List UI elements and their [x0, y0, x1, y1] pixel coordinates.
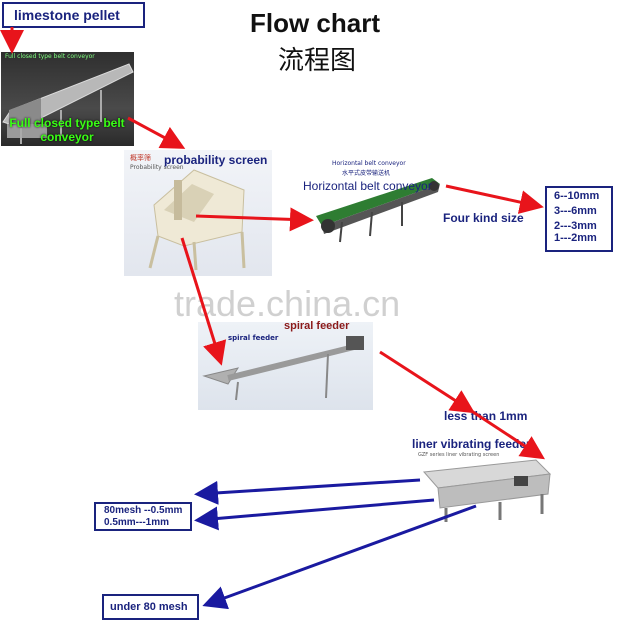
red-arrow — [127, 116, 186, 149]
size-item: 2---3mm — [554, 220, 597, 232]
horizontal-conveyor-tiny-en: Horizontal belt conveyor — [332, 160, 406, 167]
mesh-size-line: 80mesh --0.5mm — [104, 505, 183, 516]
limestone-pellet-label: limestone pellet — [14, 7, 120, 23]
spiral-feeder-tiny: spiral feeder — [228, 334, 279, 342]
spiral-feeder-image: spiral feeder — [198, 322, 373, 410]
probability-screen-label: probability screen — [164, 153, 268, 167]
less-than-1mm-label: less than 1mm — [444, 409, 528, 423]
red-arrow — [445, 184, 544, 214]
blue-arrow — [194, 478, 421, 505]
under-80-mesh-label: under 80 mesh — [110, 601, 188, 613]
size-item: 3---6mm — [554, 205, 597, 217]
probability-screen-tiny-cn: 概率筛 — [130, 154, 151, 162]
probability-screen-image: 概率筛 Probability screen — [124, 150, 272, 276]
four-kind-size-label: Four kind size — [443, 211, 524, 225]
liner-feeder-tiny: GZF series liner vibrating screen — [418, 452, 500, 458]
size-item: 1---2mm — [554, 232, 597, 244]
belt-conveyor-image: Full closed type belt conveyor — [1, 52, 134, 146]
horizontal-conveyor-image: Horizontal belt conveyor 水平式皮带输送机 — [302, 160, 444, 244]
mesh-size-box: 80mesh --0.5mm 0.5mm---1mm — [94, 502, 192, 531]
belt-conveyor-drawing — [2, 63, 134, 144]
watermark-text: trade.china.cn — [174, 283, 401, 324]
under-80-mesh-box: under 80 mesh — [102, 594, 199, 620]
liner-feeder-label: liner vibrating feeder — [412, 437, 531, 451]
liner-feeder-drawing — [422, 459, 552, 522]
size-list-box: 6--10mm 3---6mm 2---3mm 1---2mm — [545, 186, 613, 252]
belt-conveyor-caption-tiny: Full closed type belt conveyor — [5, 53, 95, 60]
page-subtitle: 流程图 — [278, 46, 357, 76]
size-item: 6--10mm — [554, 190, 600, 202]
spiral-feeder-drawing — [202, 336, 364, 401]
belt-conveyor-label: Full closed type belt conveyor — [9, 116, 125, 144]
mesh-size-line: 0.5mm---1mm — [104, 517, 170, 528]
horizontal-conveyor-drawing — [316, 178, 440, 243]
page-title: Flow chart — [250, 8, 381, 38]
limestone-pellet-box: limestone pellet — [2, 2, 145, 28]
horizontal-conveyor-tiny-cn: 水平式皮带输送机 — [342, 170, 391, 177]
red-arrow — [379, 350, 476, 414]
horizontal-conveyor-label: Horizontal belt conveyor — [303, 179, 432, 193]
spiral-feeder-label: spiral feeder — [284, 320, 350, 332]
liner-feeder-image: GZF series liner vibrating screen — [416, 452, 556, 524]
probability-screen-tiny-en: Probability screen — [130, 164, 184, 171]
blue-arrow — [194, 498, 435, 531]
